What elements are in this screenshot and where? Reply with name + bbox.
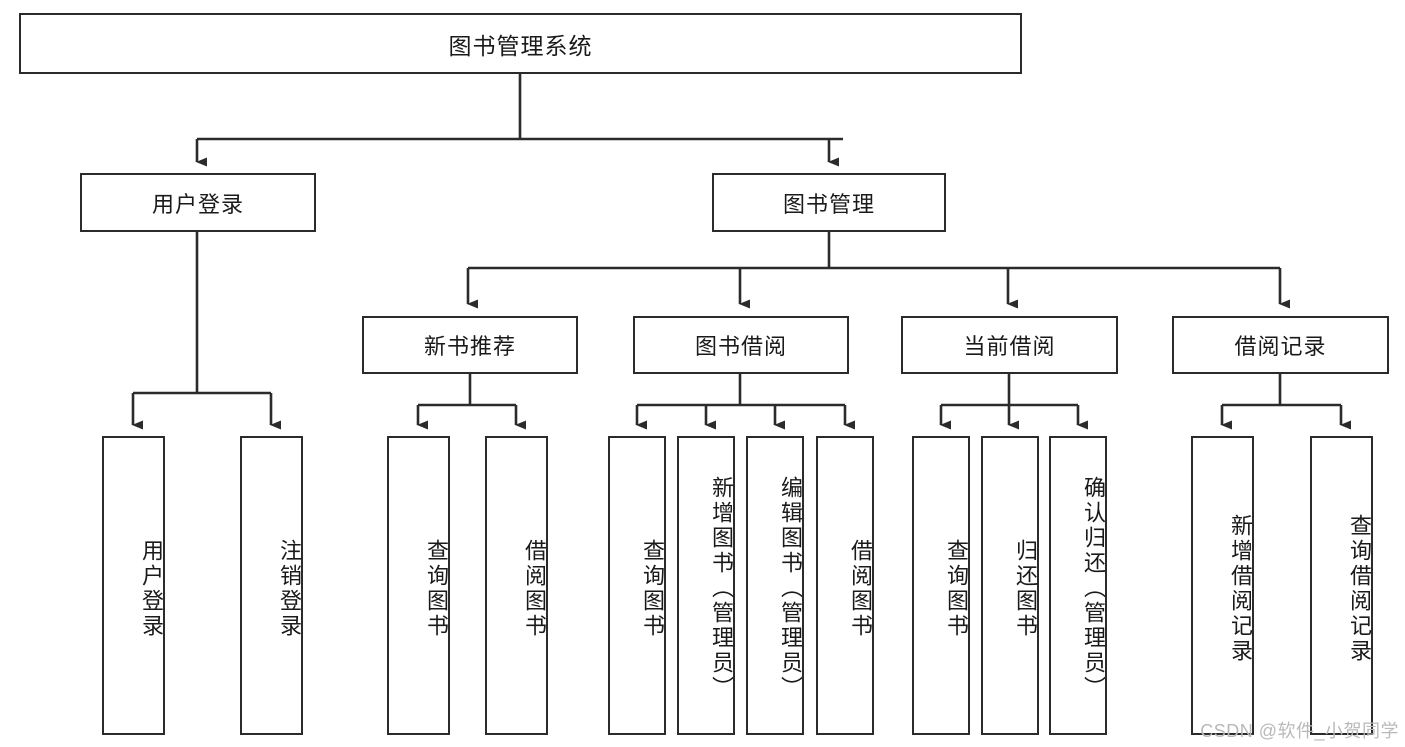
node-new-book-recommend[interactable]: 新书推荐 xyxy=(362,316,578,374)
leaf-add-book-label: 新增图书（管理员） xyxy=(709,476,734,701)
leaf-query-book-2-label: 查询图书 xyxy=(640,538,665,639)
node-current-borrow-label: 当前借阅 xyxy=(963,334,1056,359)
leaf-query-record[interactable]: 查询借阅记录 xyxy=(1310,436,1373,735)
leaf-borrow-book-2-label: 借阅图书 xyxy=(848,538,873,639)
node-book-borrow-label: 图书借阅 xyxy=(694,334,787,359)
leaf-add-record[interactable]: 新增借阅记录 xyxy=(1191,436,1254,735)
leaf-confirm-return[interactable]: 确认归还（管理员） xyxy=(1049,436,1107,735)
node-new-book-recommend-label: 新书推荐 xyxy=(423,334,516,359)
watermark: CSDN @软件_小贺同学 xyxy=(1200,721,1399,741)
leaf-logout-login-label: 注销登录 xyxy=(277,538,302,639)
leaf-return-book[interactable]: 归还图书 xyxy=(981,436,1039,735)
leaf-user-login[interactable]: 用户登录 xyxy=(102,436,165,735)
leaf-add-book[interactable]: 新增图书（管理员） xyxy=(677,436,735,735)
leaf-query-book-1-label: 查询图书 xyxy=(424,538,449,639)
leaf-add-record-label: 新增借阅记录 xyxy=(1228,513,1253,664)
node-borrow-record[interactable]: 借阅记录 xyxy=(1172,316,1389,374)
leaf-borrow-book-1[interactable]: 借阅图书 xyxy=(485,436,548,735)
node-root[interactable]: 图书管理系统 xyxy=(19,13,1022,74)
node-book-borrow[interactable]: 图书借阅 xyxy=(633,316,849,374)
leaf-logout-login[interactable]: 注销登录 xyxy=(240,436,303,735)
leaf-query-book-3[interactable]: 查询图书 xyxy=(912,436,970,735)
leaf-confirm-return-label: 确认归还（管理员） xyxy=(1081,476,1106,701)
leaf-query-record-label: 查询借阅记录 xyxy=(1347,513,1372,664)
node-book-manage[interactable]: 图书管理 xyxy=(712,173,946,232)
leaf-query-book-2[interactable]: 查询图书 xyxy=(608,436,666,735)
leaf-user-login-label: 用户登录 xyxy=(139,538,164,639)
leaf-edit-book-label: 编辑图书（管理员） xyxy=(778,476,803,701)
leaf-query-book-3-label: 查询图书 xyxy=(944,538,969,639)
leaf-query-book-1[interactable]: 查询图书 xyxy=(387,436,450,735)
leaf-borrow-book-1-label: 借阅图书 xyxy=(522,538,547,639)
node-root-label: 图书管理系统 xyxy=(448,32,593,59)
leaf-edit-book[interactable]: 编辑图书（管理员） xyxy=(746,436,804,735)
node-user-login[interactable]: 用户登录 xyxy=(80,173,316,232)
leaf-return-book-label: 归还图书 xyxy=(1013,538,1038,639)
node-book-manage-label: 图书管理 xyxy=(782,191,875,217)
node-borrow-record-label: 借阅记录 xyxy=(1234,334,1327,359)
node-current-borrow[interactable]: 当前借阅 xyxy=(901,316,1118,374)
node-user-login-label: 用户登录 xyxy=(151,191,244,217)
leaf-borrow-book-2[interactable]: 借阅图书 xyxy=(816,436,874,735)
